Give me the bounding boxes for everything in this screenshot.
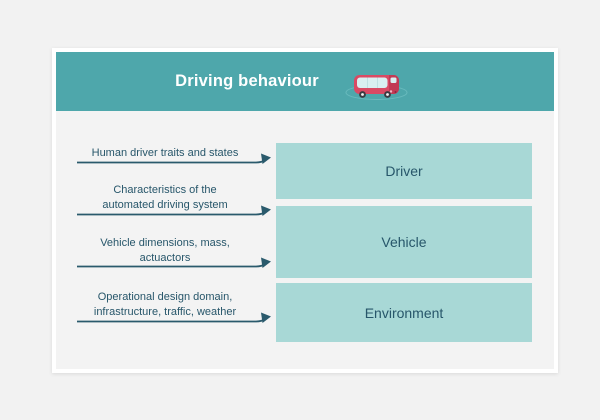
target-box-vehicle: Vehicle bbox=[276, 206, 532, 278]
header-bar: Driving behaviour bbox=[56, 52, 554, 111]
bus-icon bbox=[345, 74, 408, 100]
label-line: actuactors bbox=[139, 251, 191, 264]
arrow-label-driver: Human driver traits and states bbox=[75, 146, 255, 161]
label-line: automated driving system bbox=[102, 198, 228, 211]
right-arrow-icon bbox=[77, 153, 271, 164]
arrow-label-vehicle: Vehicle dimensions, mass, actuactors bbox=[75, 236, 255, 265]
diagram-card: Driving behaviour Human driver traits an… bbox=[52, 48, 558, 373]
label-line: Operational design domain, bbox=[97, 291, 233, 303]
box-label: Vehicle bbox=[381, 234, 427, 250]
label-line: infrastructure, traffic, weather bbox=[93, 305, 237, 318]
label-line: Characteristics of the bbox=[113, 184, 217, 196]
right-arrow-icon bbox=[77, 257, 271, 268]
target-box-environment: Environment bbox=[276, 283, 532, 342]
label-line: Human driver traits and states bbox=[91, 146, 239, 159]
arrow-label-environment: Operational design domain, infrastructur… bbox=[75, 290, 255, 319]
box-label: Environment bbox=[364, 304, 444, 321]
box-label: Driver bbox=[385, 163, 423, 179]
page-title: Driving behaviour bbox=[175, 72, 319, 90]
right-arrow-icon bbox=[77, 205, 271, 216]
target-box-driver: Driver bbox=[276, 143, 532, 199]
label-line: Vehicle dimensions, mass, bbox=[100, 237, 230, 249]
arrow-label-ads: Characteristics of the automated driving… bbox=[75, 183, 255, 212]
right-arrow-icon bbox=[77, 312, 271, 323]
